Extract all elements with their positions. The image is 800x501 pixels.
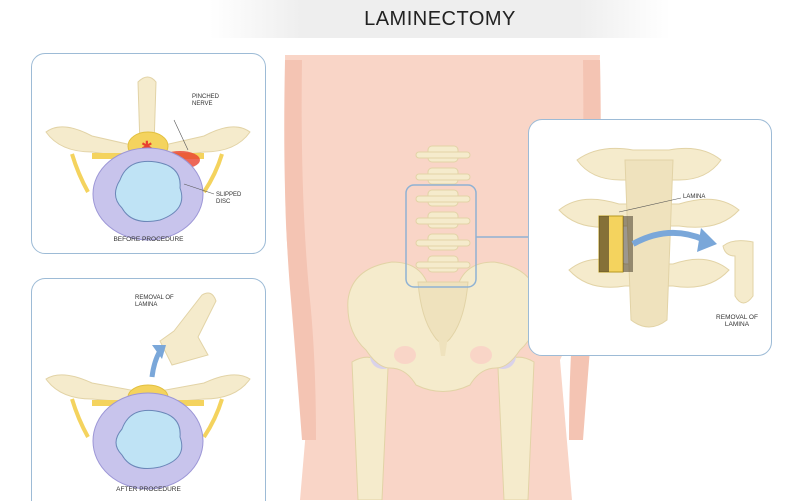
after-procedure-panel: ✱ REMOVAL OF LAMINA AFTER PROCEDURE	[31, 278, 266, 501]
detail-removal-of-lamina-label: REMOVAL OF LAMINA	[716, 314, 758, 328]
coccyx	[438, 336, 448, 356]
after-procedure-caption: AFTER PROCEDURE	[116, 486, 181, 493]
before-procedure-caption: BEFORE PROCEDURE	[113, 236, 184, 243]
right-femur	[497, 356, 535, 500]
lamina-label: LAMINA	[683, 194, 706, 200]
left-femur	[351, 356, 389, 500]
before-vertebra-illustration: ✱	[45, 76, 251, 241]
lamina-detail-panel: LAMINA REMOVAL OF LAMINA	[528, 119, 772, 356]
title-bar: LAMINECTOMY	[210, 0, 670, 38]
before-procedure-panel: ✱ PINCHED NERVE SLIPPED DISC BEFORE PROC…	[31, 53, 266, 254]
removal-of-lamina-label: REMOVAL OF LAMINA	[135, 295, 174, 308]
pinched-nerve-label: PINCHED NERVE	[192, 94, 220, 107]
after-vertebra-illustration: ✱	[45, 292, 251, 490]
spine-stack	[415, 145, 471, 273]
left-obturator	[394, 346, 416, 364]
right-obturator	[470, 346, 492, 364]
svg-text:✱: ✱	[141, 139, 153, 155]
lamina-detail-illustration	[558, 147, 754, 328]
page-title: LAMINECTOMY	[364, 7, 516, 30]
highlight-box	[405, 184, 477, 288]
left-arm	[284, 60, 316, 440]
slipped-disc-label: SLIPPED DISC	[216, 192, 242, 205]
